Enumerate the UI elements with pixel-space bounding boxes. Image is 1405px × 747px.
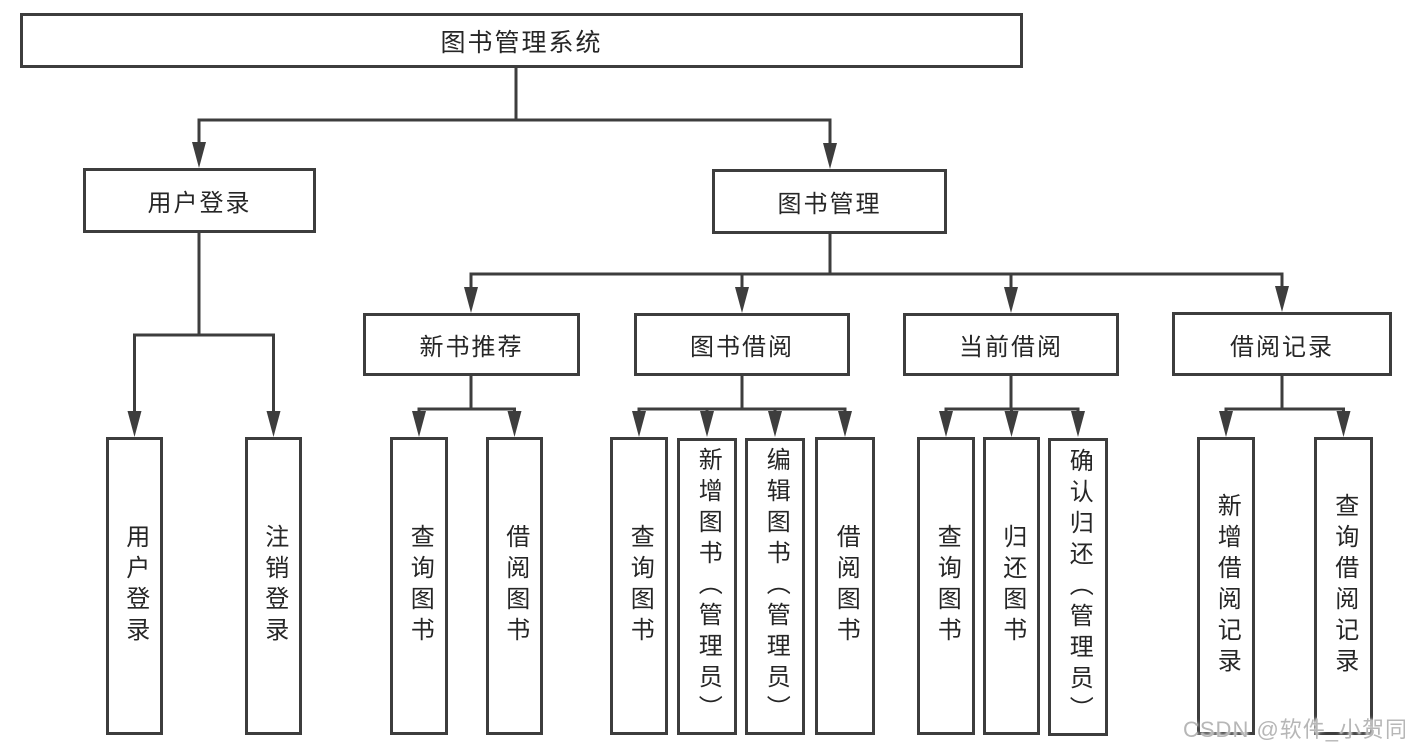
node-label: 借阅图书	[832, 524, 860, 648]
leaf-query-borrow-record: 查询借阅记录	[1314, 437, 1373, 735]
node-label: 查询图书	[933, 524, 961, 648]
node-current-borrow: 当前借阅	[903, 313, 1119, 376]
node-borrow-records: 借阅记录	[1172, 312, 1392, 376]
leaf-logout: 注销登录	[245, 437, 302, 735]
leaf-add-books-admin: 新增图书（管理员）	[677, 438, 737, 735]
leaf-borrow-books: 借阅图书	[815, 437, 875, 735]
node-label: 新书推荐	[419, 334, 524, 361]
node-user-login: 用户登录	[83, 168, 316, 233]
node-label: 借阅图书	[501, 524, 529, 648]
leaf-return-books: 归还图书	[983, 437, 1040, 735]
leaf-borrow-books-recommend: 借阅图书	[486, 437, 543, 735]
csdn-watermark: CSDN @软件_小贺同学	[1183, 717, 1405, 742]
node-label: 注销登录	[260, 524, 288, 648]
node-label: 图书管理系统	[440, 28, 603, 57]
node-label: 查询图书	[406, 524, 434, 648]
node-label: 图书管理	[777, 191, 882, 218]
node-book-borrow: 图书借阅	[634, 313, 850, 376]
leaf-user-login: 用户登录	[106, 437, 163, 735]
node-label: 当前借阅	[959, 334, 1063, 361]
node-label: 编辑图书（管理员）	[762, 447, 790, 726]
node-label: 查询图书	[626, 524, 654, 648]
leaf-edit-books-admin: 编辑图书（管理员）	[745, 438, 805, 735]
node-label: 新增借阅记录	[1213, 493, 1241, 679]
leaf-confirm-return-admin: 确认归还（管理员）	[1048, 438, 1108, 736]
arrowheads	[127, 142, 1351, 437]
node-label: 归还图书	[998, 524, 1026, 648]
leaf-query-books-borrow: 查询图书	[610, 437, 668, 735]
node-book-management: 图书管理	[712, 169, 947, 234]
node-new-book-recommend: 新书推荐	[363, 313, 580, 376]
node-label: 图书借阅	[690, 334, 794, 361]
node-library-management-system: 图书管理系统	[20, 13, 1023, 68]
node-label: 用户登录	[121, 524, 149, 648]
leaf-query-books-recommend: 查询图书	[390, 437, 448, 735]
node-label: 查询借阅记录	[1330, 493, 1358, 679]
node-label: 确认归还（管理员）	[1065, 447, 1093, 727]
leaf-query-books-current: 查询图书	[917, 437, 975, 735]
leaf-add-borrow-record: 新增借阅记录	[1197, 437, 1255, 735]
node-label: 借阅记录	[1230, 333, 1334, 361]
node-label: 新增图书（管理员）	[694, 447, 722, 726]
node-label: 用户登录	[147, 190, 252, 217]
